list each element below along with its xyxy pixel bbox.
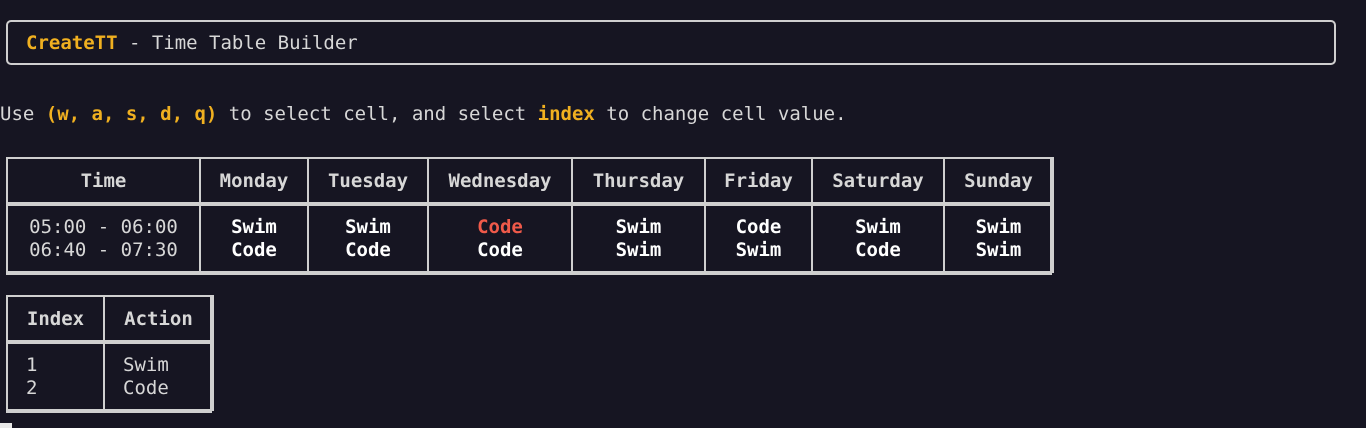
- header-thursday: Thursday: [571, 157, 706, 205]
- instructions-index-word: index: [537, 103, 595, 125]
- header-tuesday: Tuesday: [307, 157, 429, 205]
- thursday-slot-1[interactable]: Swim: [615, 215, 662, 238]
- saturday-cell[interactable]: Swim Code: [811, 203, 945, 273]
- index-2[interactable]: 2: [26, 376, 38, 399]
- header-monday: Monday: [199, 157, 309, 205]
- action-2[interactable]: Code: [123, 376, 169, 399]
- action-column-cell: Swim Code: [103, 341, 214, 411]
- header-sunday: Sunday: [943, 157, 1054, 205]
- header-index: Index: [6, 295, 105, 343]
- timetable-row: 05:00 - 06:00 06:40 - 07:30 Swim Code Sw…: [6, 203, 1054, 273]
- saturday-slot-2[interactable]: Code: [855, 238, 901, 261]
- instructions-suffix: to change cell value.: [594, 103, 847, 125]
- friday-slot-2[interactable]: Swim: [735, 238, 782, 261]
- index-table-header-row: Index Action: [6, 295, 214, 343]
- instructions-prefix: Use: [0, 103, 46, 125]
- tuesday-cell[interactable]: Swim Code: [307, 203, 429, 273]
- thursday-slot-2[interactable]: Swim: [615, 238, 662, 261]
- timetable-header-row: Time Monday Tuesday Wednesday Thursday F…: [6, 157, 1054, 205]
- instructions-middle: to select cell, and select: [217, 103, 538, 125]
- time-slots-cell: 05:00 - 06:00 06:40 - 07:30: [6, 203, 201, 273]
- thursday-cell[interactable]: Swim Swim: [571, 203, 706, 273]
- index-column-cell: 1 2: [6, 341, 105, 411]
- monday-cell[interactable]: Swim Code: [199, 203, 309, 273]
- index-table: Index Action 1 2 Swim Code: [6, 295, 214, 411]
- app-name: CreateTT: [26, 31, 118, 54]
- sunday-slot-1[interactable]: Swim: [975, 215, 1022, 238]
- terminal-cursor: [0, 423, 12, 428]
- tuesday-slot-2[interactable]: Code: [345, 238, 391, 261]
- sunday-slot-2[interactable]: Swim: [975, 238, 1022, 261]
- action-1[interactable]: Swim: [123, 353, 169, 376]
- header-wednesday: Wednesday: [427, 157, 573, 205]
- header-action: Action: [103, 295, 214, 343]
- friday-cell[interactable]: Code Swim: [704, 203, 813, 273]
- header-saturday: Saturday: [811, 157, 945, 205]
- time-slot-1: 05:00 - 06:00: [29, 215, 178, 238]
- sunday-cell[interactable]: Swim Swim: [943, 203, 1054, 273]
- app-header: CreateTT - Time Table Builder: [6, 20, 1336, 65]
- monday-slot-1[interactable]: Swim: [231, 215, 277, 238]
- wednesday-cell[interactable]: Code Code: [427, 203, 573, 273]
- header-friday: Friday: [704, 157, 813, 205]
- header-time: Time: [6, 157, 201, 205]
- index-table-row: 1 2 Swim Code: [6, 341, 214, 411]
- saturday-slot-1[interactable]: Swim: [855, 215, 901, 238]
- time-slot-2: 06:40 - 07:30: [29, 238, 178, 261]
- wednesday-slot-1-selected[interactable]: Code: [477, 215, 523, 238]
- wednesday-slot-2[interactable]: Code: [477, 238, 523, 261]
- index-1[interactable]: 1: [26, 353, 38, 376]
- friday-slot-1[interactable]: Code: [735, 215, 782, 238]
- instructions-text: Use (w, a, s, d, q) to select cell, and …: [0, 101, 847, 127]
- instructions-keys: (w, a, s, d, q): [45, 103, 218, 125]
- tuesday-slot-1[interactable]: Swim: [345, 215, 391, 238]
- app-subtitle: - Time Table Builder: [117, 31, 358, 54]
- monday-slot-2[interactable]: Code: [231, 238, 277, 261]
- timetable: Time Monday Tuesday Wednesday Thursday F…: [6, 157, 1054, 273]
